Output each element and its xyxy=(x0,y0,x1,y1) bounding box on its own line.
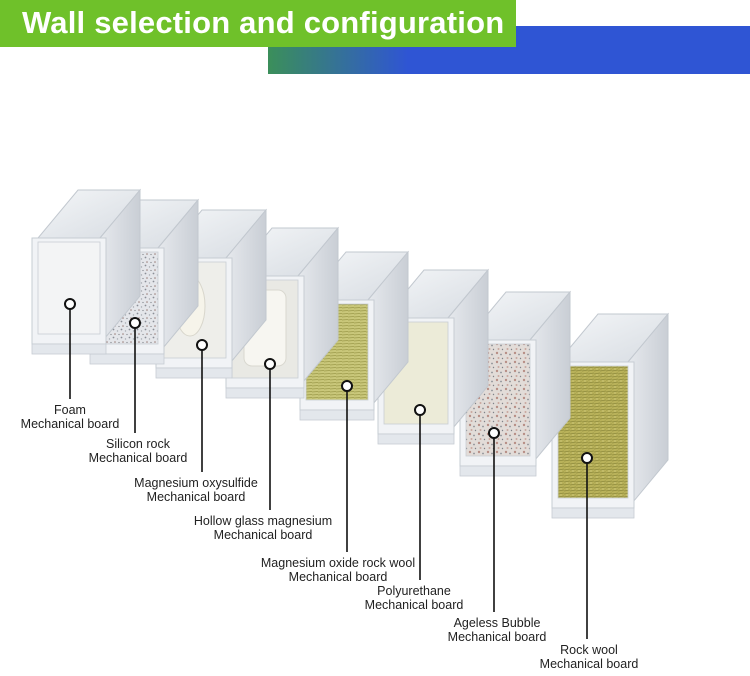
marker-circle xyxy=(129,317,141,329)
panel-bottom-flange xyxy=(551,507,635,519)
marker-circle xyxy=(414,404,426,416)
panel-label-line1: Rock wool xyxy=(560,643,618,657)
panel-label-line2: Mechanical board xyxy=(20,417,120,431)
panel-label-line1: Hollow glass magnesium xyxy=(193,514,333,528)
wall-panel xyxy=(299,250,410,421)
marker-circle xyxy=(64,298,76,310)
panel-bottom-flange xyxy=(225,387,305,399)
panel-bottom-flange xyxy=(377,433,455,445)
panel-label-line1: Magnesium oxide rock wool xyxy=(260,556,416,570)
panel-label-line2: Mechanical board xyxy=(364,598,464,612)
wall-panel xyxy=(551,312,670,519)
panel-label-line1: Ageless Bubble xyxy=(453,616,541,630)
panel-bottom-flange xyxy=(459,465,537,477)
header-green-banner: Wall selection and configuration xyxy=(0,0,516,47)
panel-label-line2: Mechanical board xyxy=(213,528,313,542)
panel-label-line2: Mechanical board xyxy=(146,490,246,504)
panel-label-line2: Mechanical board xyxy=(288,570,388,584)
panel-label-line1: Foam xyxy=(54,403,86,417)
panel-label-line2: Mechanical board xyxy=(539,657,639,671)
panel-label-line1: Polyurethane xyxy=(377,584,451,598)
panel-label-line1: Magnesium oxysulfide xyxy=(134,476,258,490)
panel-label-line2: Mechanical board xyxy=(447,630,547,644)
marker-circle xyxy=(196,339,208,351)
panel-bottom-flange xyxy=(89,353,165,365)
marker-circle xyxy=(488,427,500,439)
panel-bottom-flange xyxy=(155,367,233,379)
marker-circle xyxy=(341,380,353,392)
panel-core xyxy=(37,241,101,335)
marker-circle xyxy=(264,358,276,370)
page-title: Wall selection and configuration xyxy=(22,5,505,40)
wall-panel xyxy=(31,188,142,355)
panel-bottom-flange xyxy=(299,409,375,421)
panel-label-line2: Mechanical board xyxy=(88,451,188,465)
marker-circle xyxy=(581,452,593,464)
panel-bottom-flange xyxy=(31,343,107,355)
panel-label-line1: Silicon rock xyxy=(106,437,170,451)
